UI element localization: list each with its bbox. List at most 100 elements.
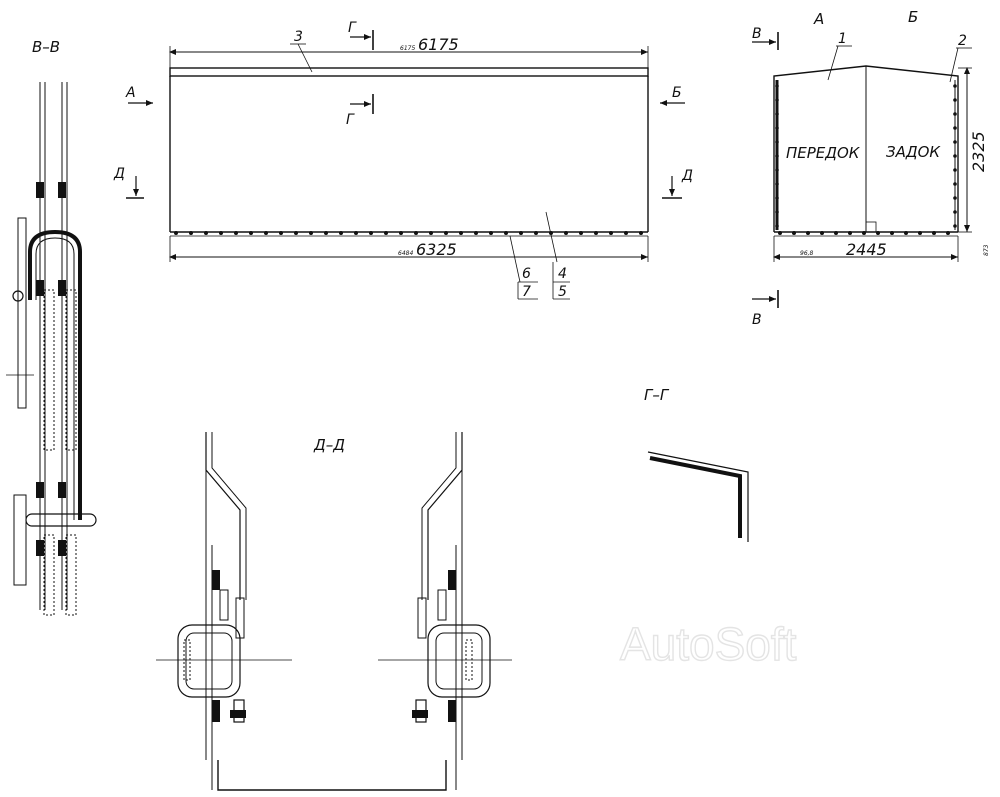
rivet: [775, 126, 779, 130]
section-d-right-label: Д: [681, 168, 693, 184]
end-panel-view: А Б ПЕРЕДОК ЗАДОК 1 2 2325 873 96,8: [752, 8, 990, 328]
callout-3: 3: [294, 29, 303, 45]
rivet: [775, 196, 779, 200]
side-height-dimension: 2325: [969, 131, 988, 172]
rivet: [249, 231, 253, 235]
section-vv-title: В–В: [32, 38, 60, 56]
top-length-dimension: 6175: [418, 35, 459, 54]
rivet: [264, 231, 268, 235]
rivet: [953, 168, 957, 172]
rivet: [294, 231, 298, 235]
section-vv: В–В: [6, 38, 97, 616]
view-label-b: Б: [908, 8, 918, 26]
rivet: [953, 210, 957, 214]
rivet: [534, 231, 538, 235]
rivet: [384, 231, 388, 235]
rivet: [953, 98, 957, 102]
callout-7: 7: [522, 284, 531, 300]
rivet: [309, 231, 313, 235]
callout-5: 5: [558, 284, 567, 300]
rivet: [792, 231, 796, 235]
rivet: [234, 231, 238, 235]
section-dd: Д–Д: [156, 432, 512, 791]
callout-1: 1: [838, 31, 847, 47]
rivet: [778, 231, 782, 235]
rivet: [414, 231, 418, 235]
callout-4: 4: [558, 266, 567, 282]
rivet: [862, 231, 866, 235]
rivet: [594, 231, 598, 235]
rivet: [474, 231, 478, 235]
rivet: [519, 231, 523, 235]
rivet: [775, 140, 779, 144]
front-panel-label: ПЕРЕДОК: [786, 144, 861, 162]
rivet: [624, 231, 628, 235]
section-v-bottom-label: В: [752, 312, 762, 328]
section-v-top-label: В: [752, 26, 762, 42]
rivet: [444, 231, 448, 235]
rivet: [775, 210, 779, 214]
rivet: [204, 231, 208, 235]
rivet: [775, 168, 779, 172]
rivet: [429, 231, 433, 235]
rivet: [932, 231, 936, 235]
rivet: [579, 231, 583, 235]
section-g-lower-label: Г: [346, 112, 355, 128]
view-marker-a-left: А: [125, 85, 136, 101]
rivet: [174, 231, 178, 235]
top-length-small: 6175: [400, 45, 415, 52]
rivet: [639, 231, 643, 235]
rivet: [918, 231, 922, 235]
rivet: [834, 231, 838, 235]
rivet: [890, 231, 894, 235]
rivet: [339, 231, 343, 235]
rivet: [459, 231, 463, 235]
rivet: [354, 231, 358, 235]
rivet: [953, 84, 957, 88]
rivet: [848, 231, 852, 235]
rivet: [564, 231, 568, 235]
view-label-a: А: [813, 10, 824, 28]
rivet: [904, 231, 908, 235]
post-rivet-column: [775, 84, 957, 228]
rear-panel-label: ЗАДОК: [886, 143, 941, 161]
rivet: [876, 231, 880, 235]
side-width-small: 96,8: [800, 250, 814, 257]
rivet: [189, 231, 193, 235]
rivet: [609, 231, 613, 235]
rivet: [953, 182, 957, 186]
section-g-top-label: Г: [348, 20, 357, 36]
rivet: [279, 231, 283, 235]
rivet: [219, 231, 223, 235]
rivet: [946, 231, 950, 235]
rivet: [775, 154, 779, 158]
rivet: [953, 112, 957, 116]
rivet: [953, 224, 957, 228]
section-gg: Г–Г: [644, 386, 749, 542]
side-width-dimension: 2445: [846, 240, 887, 259]
rivet: [489, 231, 493, 235]
side-height-small: 873: [983, 244, 990, 256]
rivet: [775, 224, 779, 228]
rivet: [324, 231, 328, 235]
rivet: [806, 231, 810, 235]
section-dd-title: Д–Д: [313, 436, 345, 454]
rivet: [953, 196, 957, 200]
watermark-text: AutoSoft: [620, 618, 797, 670]
rivet: [504, 231, 508, 235]
rivet: [775, 84, 779, 88]
long-panel-view: 6175 6175 6484 6325 3 4 5 6 7: [113, 20, 693, 300]
rivet: [775, 98, 779, 102]
rivet: [953, 140, 957, 144]
bottom-length-small: 6484: [398, 250, 413, 257]
view-marker-b-right: Б: [672, 85, 682, 101]
rivet: [399, 231, 403, 235]
section-d-left-label: Д: [113, 166, 125, 182]
callout-2: 2: [958, 33, 967, 49]
rivet: [775, 112, 779, 116]
rivet: [953, 126, 957, 130]
rivet: [775, 182, 779, 186]
rivet: [820, 231, 824, 235]
rivet: [953, 154, 957, 158]
